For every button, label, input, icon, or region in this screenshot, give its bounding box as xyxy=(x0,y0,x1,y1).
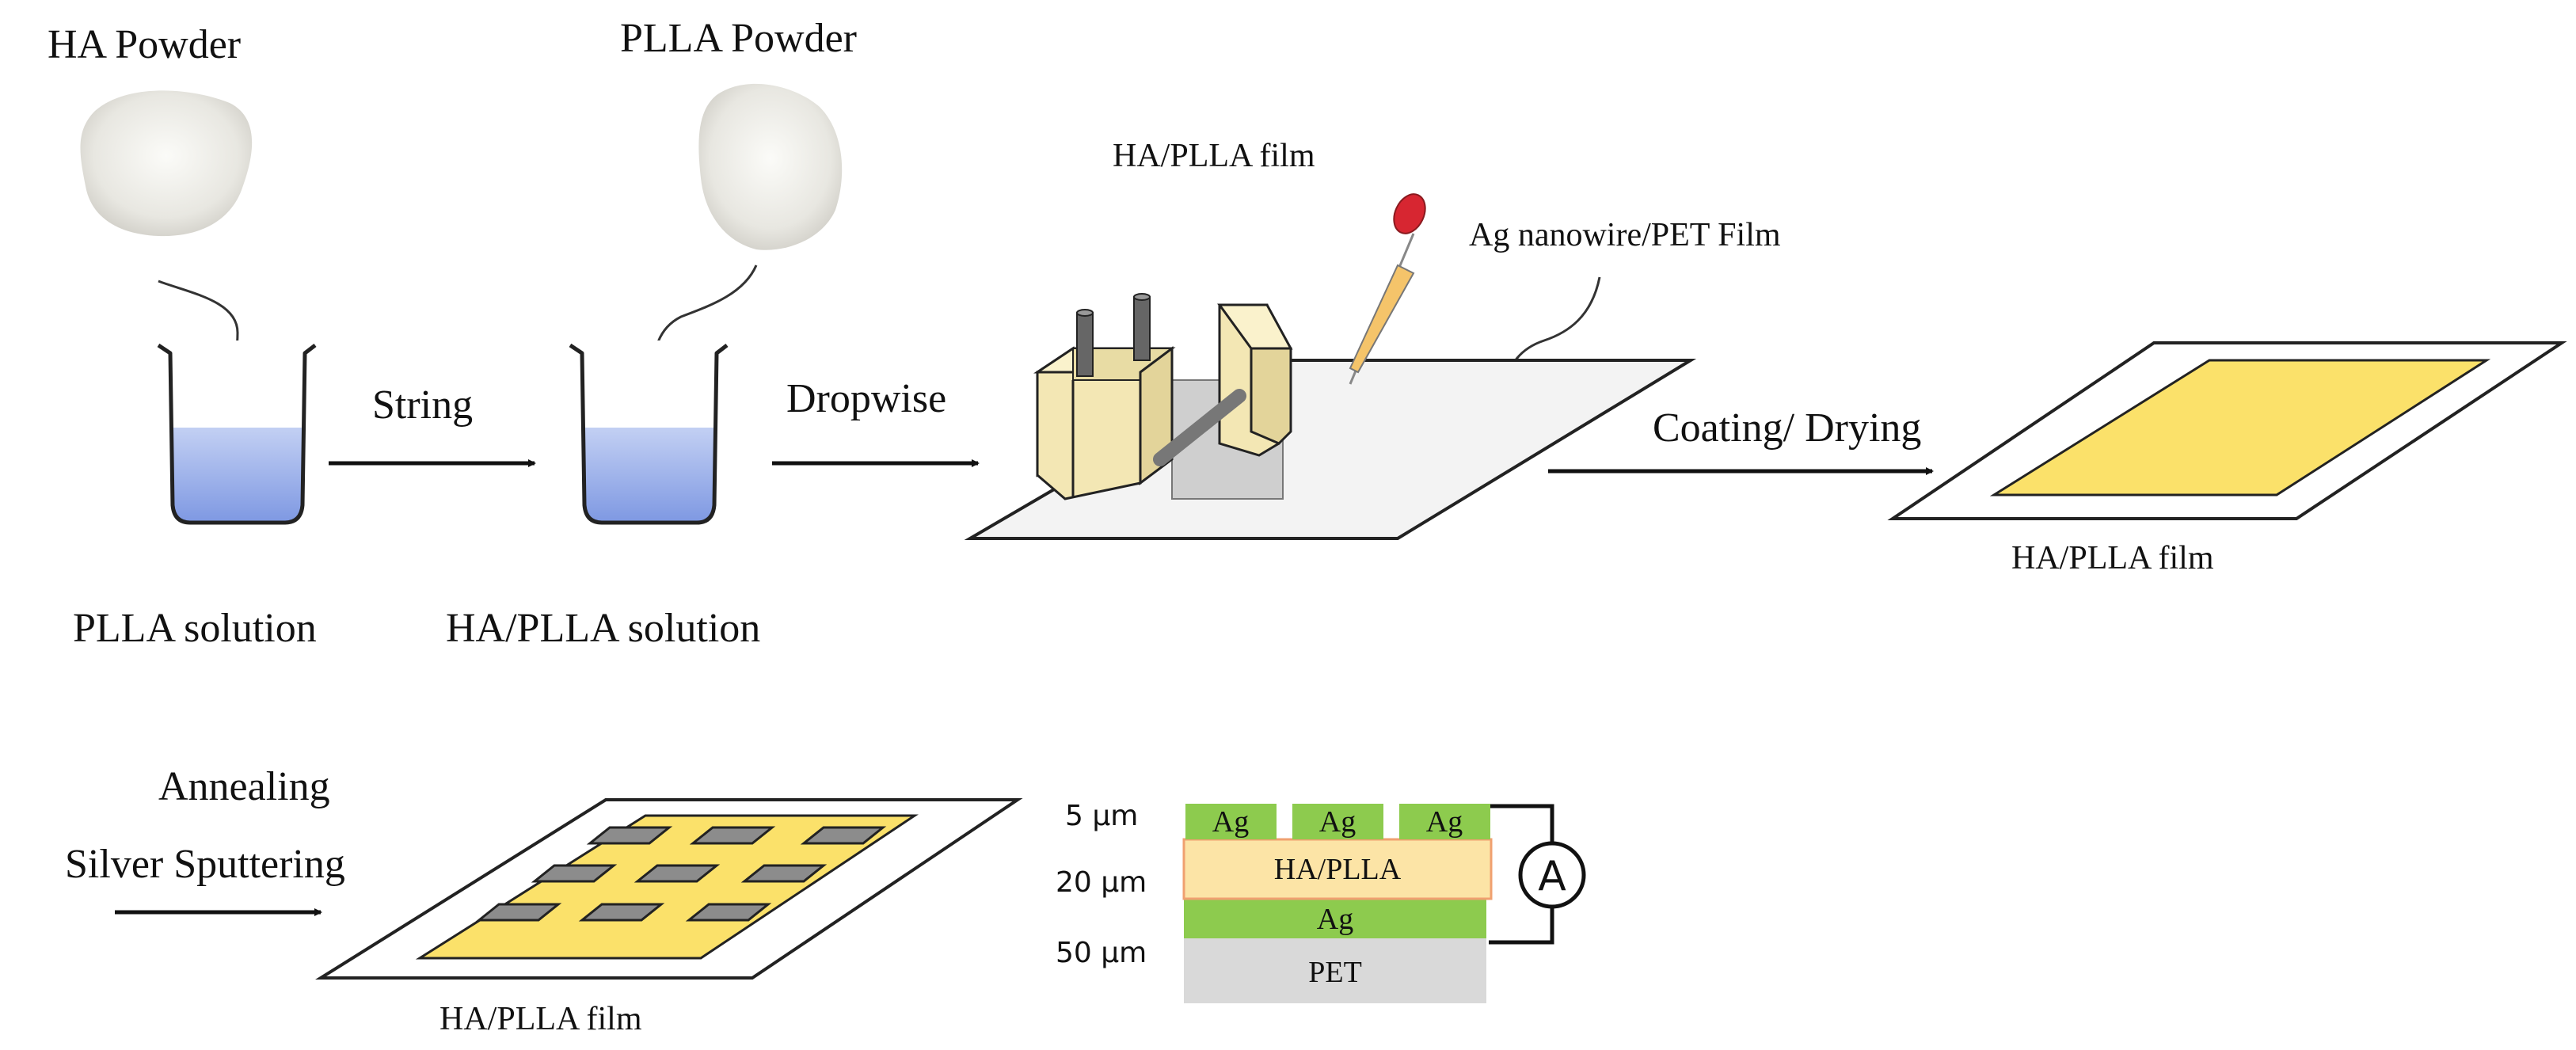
top-ag-electrode-1 xyxy=(1185,804,1277,839)
plla-powder-label: PLLA Powder xyxy=(620,16,857,61)
ammeter-icon xyxy=(1518,841,1586,909)
silver-sputtering-label: Silver Sputtering xyxy=(65,842,345,887)
annealing-label: Annealing xyxy=(158,764,330,809)
ha-plla-layer-label: HA/PLLA xyxy=(1274,853,1402,886)
top-ag-label-3: Ag xyxy=(1426,805,1463,839)
ha-plla-solution-label: HA/PLLA solution xyxy=(446,606,760,651)
beaker-plla-solution xyxy=(157,340,317,525)
top-ag-electrode-3 xyxy=(1399,804,1490,839)
coated-film-label: HA/PLLA film xyxy=(2011,540,2214,576)
measurement-circuit-wire xyxy=(1489,804,1554,945)
thickness-label-pet: 50 μm xyxy=(1056,937,1147,969)
coated-film-sheet xyxy=(1887,341,2567,520)
beaker-ha-plla-solution xyxy=(569,340,729,525)
ha-plla-active-layer xyxy=(1182,838,1493,900)
top-ag-label-2: Ag xyxy=(1319,805,1356,839)
silver-electrode-pads xyxy=(475,826,887,922)
arrow-string-label: String xyxy=(372,382,473,428)
pet-substrate-layer xyxy=(1184,938,1486,1003)
pet-layer-label: PET xyxy=(1308,956,1362,989)
sputtered-film-label: HA/PLLA film xyxy=(439,1001,642,1037)
arrow-dropwise-label: Dropwise xyxy=(786,376,946,421)
thickness-label-top-ag: 5 μm xyxy=(1065,800,1138,832)
ammeter-symbol: A xyxy=(1538,853,1566,900)
substrate-label: Ag nanowire/PET Film xyxy=(1469,217,1781,253)
ha-powder-icon xyxy=(80,90,253,237)
ha-powder-label: HA Powder xyxy=(48,22,241,67)
plla-powder-icon xyxy=(698,83,843,250)
arrow-coating-drying-label: Coating/ Drying xyxy=(1653,405,1921,451)
thickness-label-ha-plla: 20 μm xyxy=(1056,866,1147,899)
pipette-icon xyxy=(1349,193,1426,385)
film-applicator-device xyxy=(1033,293,1293,500)
bottom-ag-electrode xyxy=(1184,899,1486,938)
plla-solution-label: PLLA solution xyxy=(73,606,317,651)
coater-film-label: HA/PLLA film xyxy=(1113,138,1315,174)
layer-stack-diagram: 5 μm 20 μm 50 μm PET Ag HA/PLLA Ag Ag Ag… xyxy=(1056,800,1586,1003)
bottom-ag-label: Ag xyxy=(1317,903,1353,936)
top-ag-label-1: Ag xyxy=(1212,805,1249,839)
top-ag-electrode-2 xyxy=(1292,804,1383,839)
